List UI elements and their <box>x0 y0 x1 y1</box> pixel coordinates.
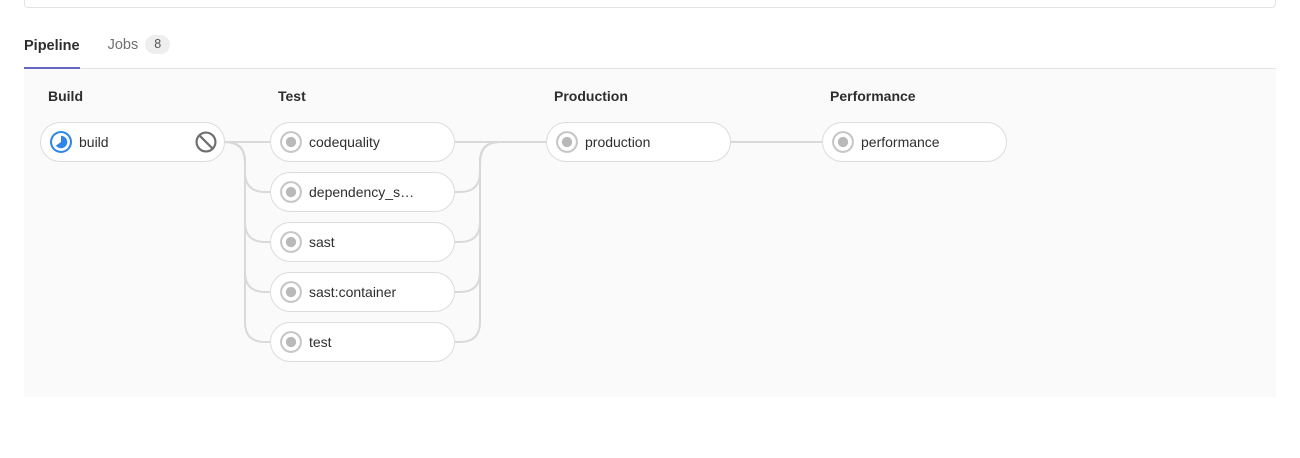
tab-jobs[interactable]: Jobs 8 <box>108 35 171 69</box>
job-name: build <box>79 134 109 150</box>
tab-pipeline[interactable]: Pipeline <box>24 38 80 69</box>
job-name: sast:container <box>309 284 397 300</box>
pipeline-graph: Build build Test codequality dependency_s…sa… <box>24 69 1276 397</box>
stage-label-build: Build <box>48 88 83 104</box>
job-pill-test[interactable]: test <box>270 322 455 362</box>
job-name: dependency_s… <box>309 184 415 200</box>
created-icon <box>280 231 302 253</box>
stage-label-test: Test <box>278 88 306 104</box>
tab-pipeline-label: Pipeline <box>24 38 80 54</box>
created-icon <box>280 181 302 203</box>
stage-label-performance: Performance <box>830 88 916 104</box>
cancel-icon <box>195 131 217 153</box>
created-icon <box>556 131 578 153</box>
job-pill-production[interactable]: production <box>546 122 731 162</box>
cancel-job-button[interactable] <box>194 130 218 154</box>
job-name: codequality <box>309 134 380 150</box>
pipeline-tabs: Pipeline Jobs 8 <box>24 35 1276 69</box>
job-pill-codequality[interactable]: codequality <box>270 122 455 162</box>
pipeline-connector-lines <box>224 141 822 343</box>
created-icon <box>280 131 302 153</box>
created-icon <box>280 331 302 353</box>
job-name: test <box>309 334 332 350</box>
tab-jobs-label: Jobs <box>107 36 139 53</box>
stage-label-production: Production <box>554 88 628 104</box>
job-name: sast <box>309 234 335 250</box>
jobs-count-badge: 8 <box>145 35 171 54</box>
job-pill-sast[interactable]: sast <box>270 222 455 262</box>
job-pill-dependency-s-[interactable]: dependency_s… <box>270 172 455 212</box>
created-icon <box>280 281 302 303</box>
job-pill-performance[interactable]: performance <box>822 122 1007 162</box>
job-pill-sast-container[interactable]: sast:container <box>270 272 455 312</box>
job-pill-build[interactable]: build <box>40 122 225 162</box>
top-panel-bottom-edge <box>24 0 1276 8</box>
job-name: performance <box>861 134 940 150</box>
job-name: production <box>585 134 651 150</box>
created-icon <box>832 131 854 153</box>
running-icon <box>50 131 72 153</box>
